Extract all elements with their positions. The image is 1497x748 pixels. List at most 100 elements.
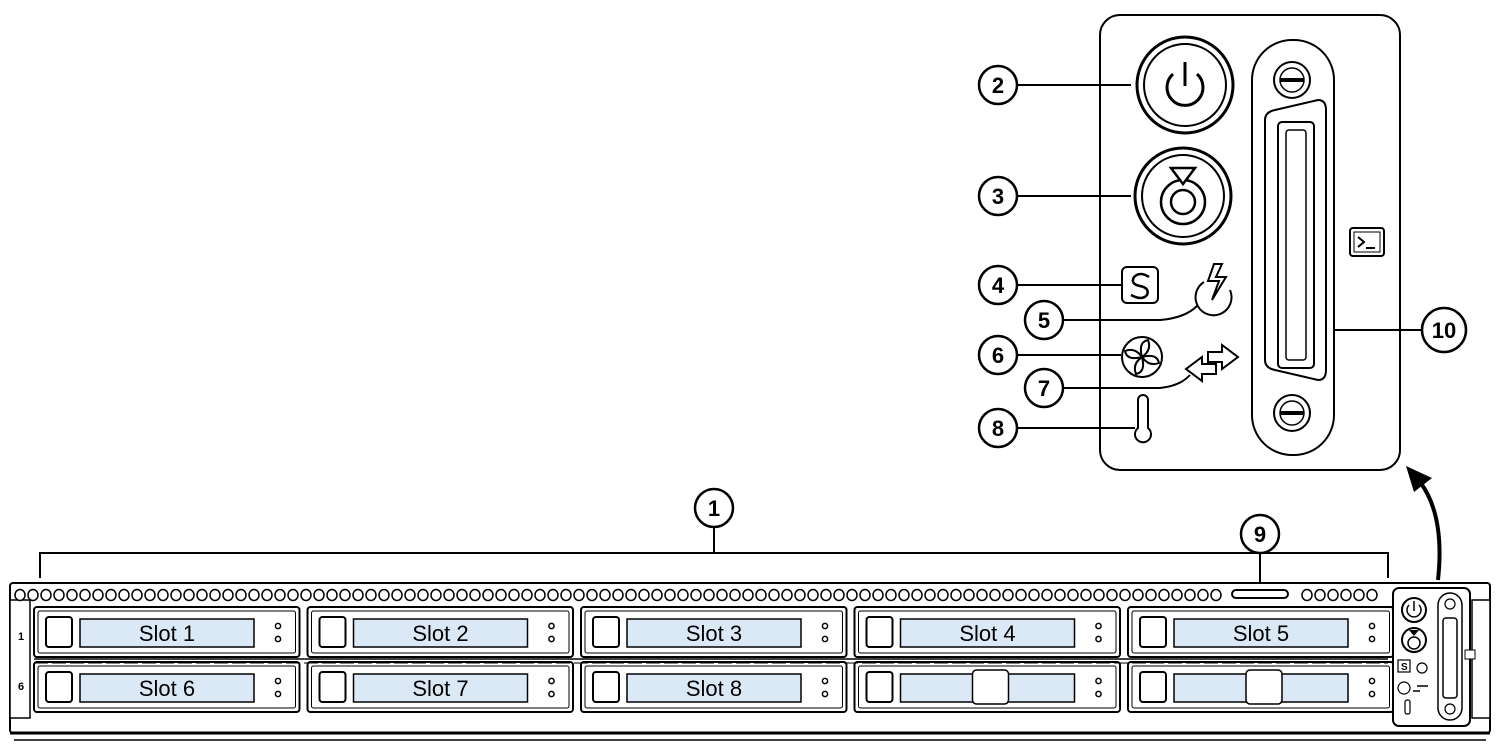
drive-latch[interactable] [592,616,620,648]
drive-blank-tab[interactable] [1245,669,1283,705]
drive-blank-tab[interactable] [971,669,1010,705]
vent-hole [105,588,117,602]
vent-hole [1353,588,1365,602]
drive-latch[interactable] [865,616,894,648]
drive-bay[interactable]: Slot 8 [580,661,848,713]
unit-id-button[interactable] [1133,146,1233,246]
vent-hole [1119,588,1131,602]
drive-bay[interactable]: Slot 2 [306,606,574,658]
drive-bay[interactable]: Slot 6 [33,661,301,713]
vent-hole [612,588,624,602]
callout-6: 6 [977,334,1121,376]
left-rack-ear [9,599,31,719]
vent-hole [131,588,143,602]
callout-1-label: 1 [708,496,720,521]
vent-hole [846,588,858,602]
drive-activity-led [821,677,829,685]
slot-label-bar [352,673,529,703]
mini-control-panel: S [1392,587,1476,727]
power-button[interactable] [1135,35,1235,135]
vent-hole [768,588,780,602]
slot-label: Slot 3 [686,621,742,646]
vent-hole [924,588,936,602]
drive-bay[interactable]: Slot 7 [306,661,574,713]
vent-hole [937,588,949,602]
vent-hole [378,588,390,602]
vent-hole [664,588,676,602]
drive-latch[interactable] [45,671,73,703]
vent-hole [989,588,1001,602]
vent-hole [248,588,260,602]
power-supply-status-icon [1194,263,1233,317]
vent-hole [27,588,39,602]
vent-hole [716,588,728,602]
system-status-icon [1121,266,1159,304]
vent-hole [417,588,429,602]
vent-hole [820,588,832,602]
vent-hole [352,588,364,602]
drive-latch[interactable] [1139,671,1167,703]
vent-hole [625,588,637,602]
drive-bay[interactable] [853,661,1121,713]
drive-activity-led [548,677,555,685]
drive-bay[interactable]: Slot 5 [1127,606,1395,658]
vent-hole [443,588,455,602]
vent-hole [300,588,312,602]
vent-hole [118,588,130,602]
callout-3-label: 3 [992,184,1004,209]
vent-hole [92,588,104,602]
drive-bay[interactable]: Slot 4 [853,606,1121,658]
callout-4: 4 [977,264,1122,306]
drive-bay[interactable]: Slot 3 [580,606,848,658]
vent-hole [235,588,247,602]
slot-label-bar [79,673,255,703]
callout-9-label: 9 [1254,522,1266,547]
vent-hole [222,588,234,602]
drive-latch[interactable] [318,616,347,648]
thermometer-icon [1134,394,1152,444]
drive-activity-led [1095,677,1102,685]
slot-label: Slot 1 [139,621,195,646]
vent-hole [456,588,468,602]
vent-hole [521,588,533,602]
vent-hole [79,588,91,602]
drive-bay[interactable] [1127,661,1395,713]
drive-bay[interactable]: Slot 1 [33,606,301,658]
slot-label-bar [626,673,802,703]
vent-hole [690,588,702,602]
drive-fault-led [548,635,555,643]
drive-activity-led [274,622,282,630]
drive-latch[interactable] [1139,616,1167,648]
slot-label-bar [1173,618,1349,648]
drive-latch[interactable] [318,671,347,703]
vent-hole [1054,588,1066,602]
vent-hole [911,588,923,602]
vent-hole [1340,588,1352,602]
drive-latch[interactable] [592,671,620,703]
pull-out-asset-tag[interactable] [1231,589,1289,599]
vent-hole [1314,588,1326,602]
kvm-connector[interactable] [1251,39,1335,456]
vent-hole [1015,588,1027,602]
vent-hole [261,588,273,602]
callout-8: 8 [977,407,1135,449]
vent-hole [430,588,442,602]
callout-6-label: 6 [992,343,1004,368]
callout-7-label: 7 [1038,376,1050,401]
drive-activity-led [821,622,829,630]
callout-2: 2 [977,64,1131,106]
drive-latch[interactable] [45,616,73,648]
callout-3: 3 [977,175,1131,217]
vent-hole [573,588,585,602]
drive-latch[interactable] [865,671,894,703]
vent-hole [495,588,507,602]
vent-hole [651,588,663,602]
side-number-1: 1 [18,631,24,643]
vent-hole [469,588,481,602]
vent-hole [1132,588,1144,602]
callout-8-label: 8 [992,416,1004,441]
vent-hole [677,588,689,602]
vent-hole [755,588,767,602]
